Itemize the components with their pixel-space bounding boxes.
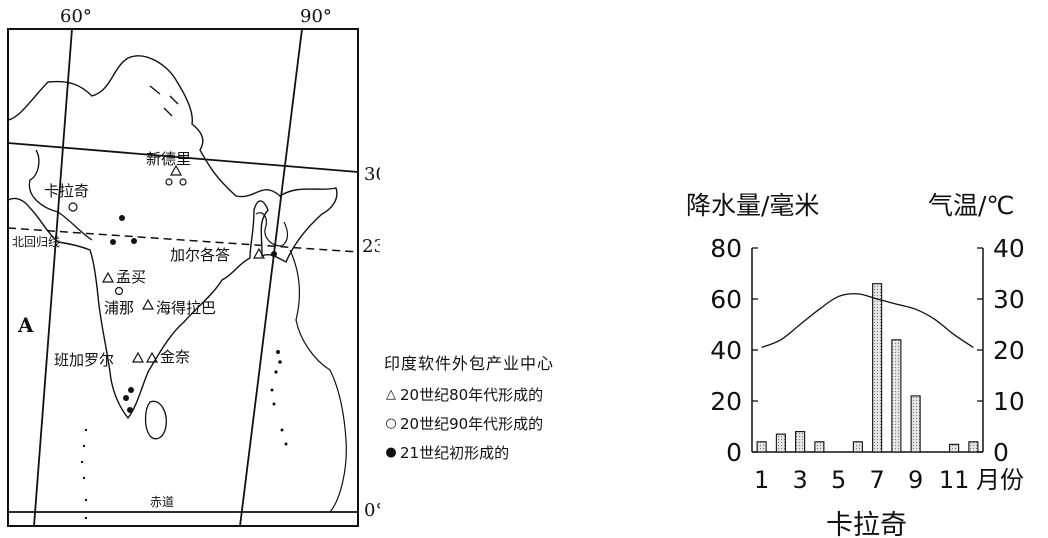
dot-marker	[131, 238, 137, 244]
equator-label: 赤道	[150, 495, 174, 509]
temperature-line	[761, 293, 974, 349]
precipitation-bar	[891, 339, 902, 453]
chart-title: 卡拉奇	[826, 510, 907, 538]
lat-label-0: 0°	[364, 500, 380, 521]
x-axis-label: 月份	[976, 466, 1024, 494]
x-tick-label: 3	[792, 466, 807, 494]
lon-label-90: 90°	[300, 6, 332, 27]
lat-label-30: 30°	[364, 164, 380, 185]
karachi-marker	[68, 202, 78, 212]
city-label-chennai: 金奈	[160, 348, 190, 366]
legend-item-label: 20世纪80年代形成的	[400, 386, 544, 404]
pakistan-coast	[28, 149, 93, 241]
city-label-hyderabad: 海得拉巴	[156, 299, 216, 317]
right-axis: 0 10 20 30 40	[977, 234, 1025, 467]
dot-marker	[127, 407, 133, 413]
right-tick-label: 10	[993, 387, 1025, 416]
x-tick-label: 1	[754, 466, 769, 494]
parallel-30	[7, 142, 359, 173]
meridian-90	[239, 28, 303, 527]
city-label-pune: 浦那	[104, 299, 134, 317]
city-label-kolkata: 加尔各答	[170, 246, 230, 264]
point-a-label: A	[17, 313, 34, 337]
tropic-of-cancer-line	[7, 227, 359, 253]
city-label-mumbai: 孟买	[116, 268, 146, 286]
left-tick-label: 80	[710, 234, 742, 263]
lon-label-60: 60°	[60, 6, 92, 27]
y-left-axis-label: 降水量/毫米	[686, 191, 819, 220]
legend-item-label: 21世纪初形成的	[400, 444, 510, 462]
right-tick-label: 20	[993, 336, 1025, 365]
sri-lanka	[144, 400, 167, 440]
right-tick-label: 40	[993, 234, 1025, 263]
legend: 印度软件外包产业中心 △ 20世纪80年代形成的 ○ 20世纪90年代形成的 ●…	[384, 350, 644, 471]
hyderabad-marker	[141, 298, 155, 310]
mumbai-marker	[101, 271, 115, 283]
andaman-islands	[270, 350, 288, 446]
pune-marker	[114, 286, 124, 296]
precipitation-bar	[775, 433, 786, 453]
india-map: 60° 90° 30° 23.5° 0° 北回归线 赤道 A 新德里 卡拉奇 加…	[7, 6, 380, 527]
x-tick-label: 7	[869, 466, 884, 494]
left-tick-label: 40	[710, 336, 742, 365]
legend-item-label: 20世纪90年代形成的	[400, 415, 544, 433]
precipitation-bar	[814, 441, 825, 453]
dot-marker	[110, 239, 116, 245]
kolkata-dot-marker	[271, 251, 277, 257]
dot-marker	[128, 387, 134, 393]
precipitation-bars	[756, 283, 979, 453]
left-tick-label: 60	[710, 285, 742, 314]
x-tick-label: 9	[908, 466, 923, 494]
kolkata-marker	[252, 247, 266, 259]
bangalore-marker	[131, 351, 145, 363]
x-tick-label: 5	[831, 466, 846, 494]
precipitation-bar	[872, 283, 883, 453]
triangle-icon: △	[386, 387, 396, 402]
legend-item: ● 21世纪初形成的	[384, 442, 644, 463]
right-tick-label: 30	[993, 285, 1025, 314]
x-tick-label: 11	[939, 466, 970, 494]
new-delhi-marker	[165, 164, 187, 186]
lat-label-23-5: 23.5°	[362, 236, 380, 257]
left-axis: 0 20 40 60 80	[710, 234, 758, 467]
circle-icon: ○	[385, 416, 397, 431]
map-frame	[7, 28, 359, 527]
city-label-bangalore: 班加罗尔	[54, 351, 114, 369]
meridian-60	[33, 28, 73, 527]
legend-item: △ 20世纪80年代形成的	[384, 384, 644, 405]
precipitation-bar	[756, 441, 767, 453]
maldives-islands	[80, 428, 88, 520]
right-tick-label: 0	[993, 438, 1009, 467]
dot-marker	[123, 395, 129, 401]
kashmir-border	[149, 85, 179, 117]
city-label-karachi: 卡拉奇	[44, 182, 89, 200]
precipitation-bar	[949, 443, 960, 453]
legend-title: 印度软件外包产业中心	[384, 354, 555, 373]
precipitation-bar	[852, 441, 863, 453]
left-tick-label: 20	[710, 387, 742, 416]
dot-icon: ●	[385, 445, 397, 460]
myanmar-coast	[289, 249, 347, 513]
left-tick-label: 0	[726, 438, 742, 467]
bangladesh-outline	[255, 212, 289, 247]
precipitation-bar	[795, 431, 806, 453]
chennai-marker	[145, 351, 159, 363]
precipitation-bar	[910, 395, 921, 453]
tropic-label: 北回归线	[12, 235, 60, 249]
city-label-new-delhi: 新德里	[146, 150, 191, 168]
dot-marker	[119, 215, 125, 221]
y-right-axis-label: 气温/℃	[928, 191, 1015, 220]
coastline-outline	[7, 55, 338, 420]
precipitation-bar	[968, 441, 979, 453]
legend-item: ○ 20世纪90年代形成的	[384, 413, 644, 434]
